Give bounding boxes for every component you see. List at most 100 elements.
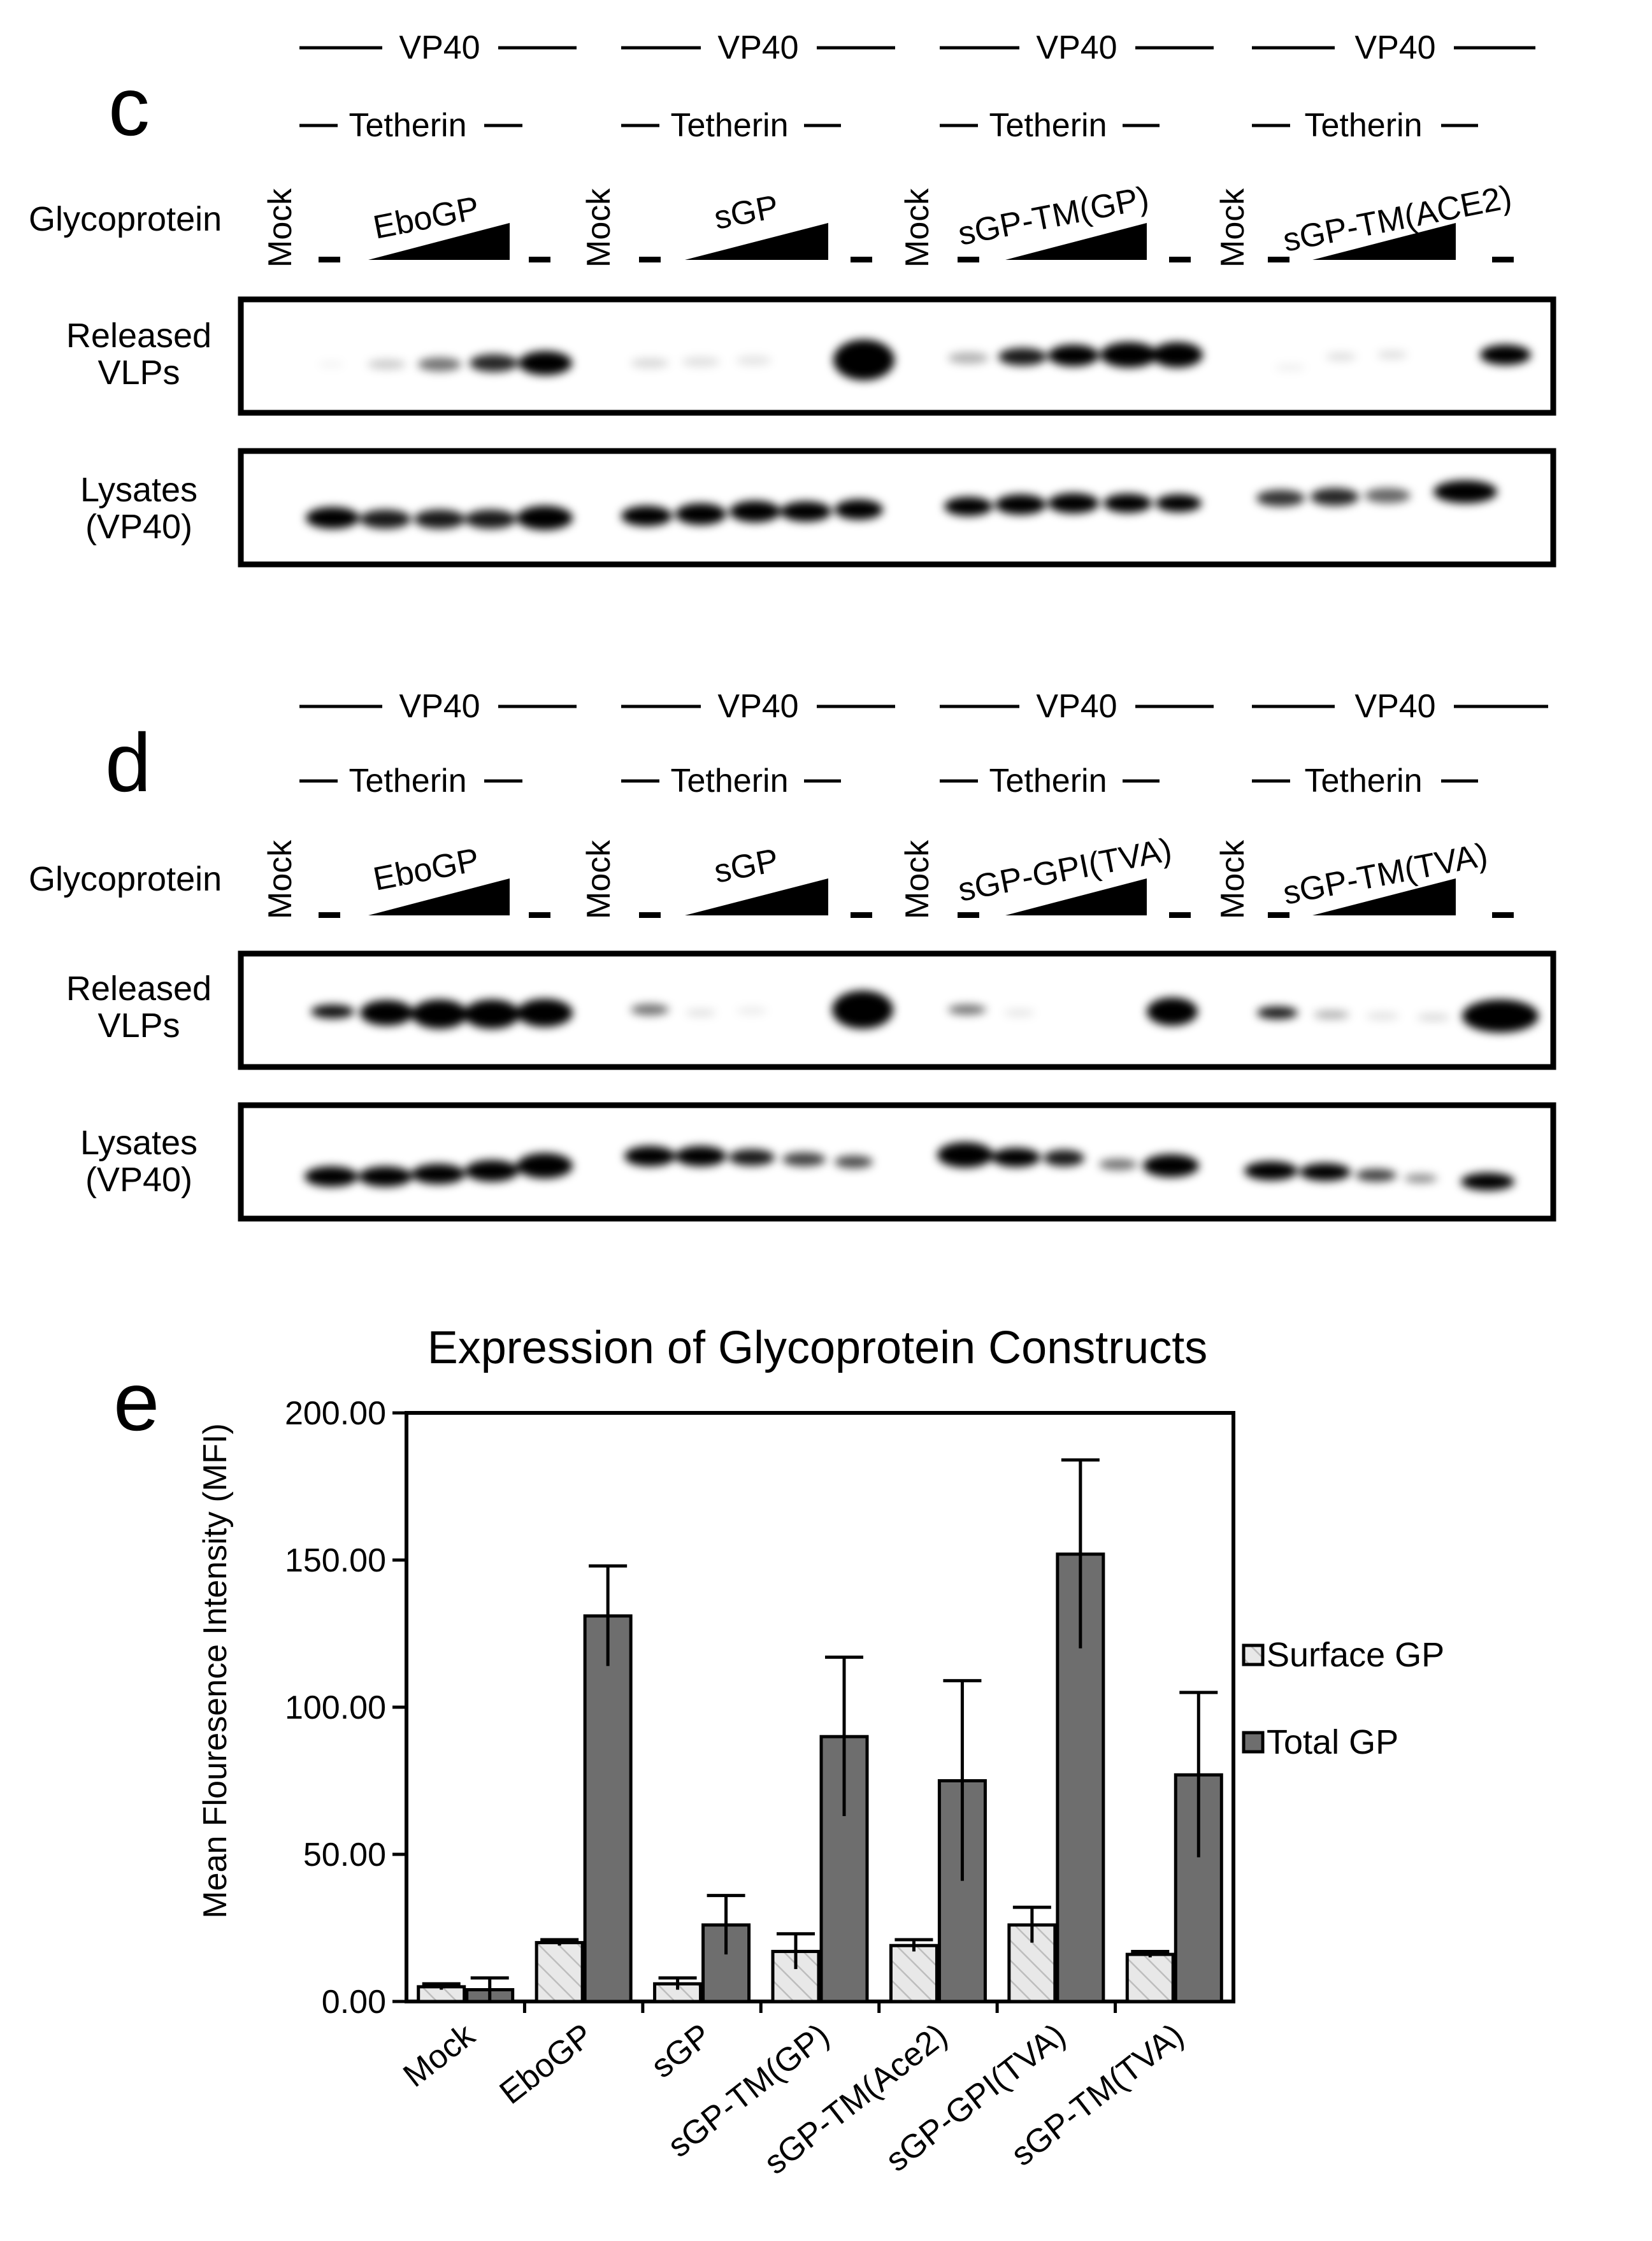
bar-total-gp: [583, 1614, 633, 2003]
band: [1100, 342, 1158, 368]
band: [1300, 1163, 1351, 1181]
band-group: [311, 991, 1539, 1033]
panel-letter-e: e: [113, 1355, 159, 1448]
band: [1244, 1161, 1298, 1180]
band: [360, 510, 411, 529]
band: [729, 1149, 775, 1166]
band: [368, 359, 406, 369]
band: [1004, 1009, 1035, 1017]
concentration-wedge: [368, 223, 510, 260]
band: [736, 355, 772, 366]
vp40-label: VP40: [1036, 688, 1117, 725]
legend-label-surface-gp: Surface GP: [1267, 1636, 1444, 1674]
vp40-label: VP40: [1036, 29, 1117, 66]
band: [835, 499, 883, 520]
tetherin-label: Tetherin: [1305, 763, 1423, 799]
glycoprotein-label: Glycoprotein: [29, 200, 222, 238]
band: [736, 1007, 767, 1015]
minus-dash: [319, 912, 340, 918]
vp40-label: VP40: [717, 29, 798, 66]
concentration-wedge: [1312, 878, 1456, 915]
mock-label: Mock: [262, 188, 299, 268]
blot-frame: [238, 296, 1556, 416]
band: [948, 1005, 986, 1015]
lysates-label: (VP40): [85, 508, 192, 546]
panel-c-lysates-blot: Lysates (VP40): [80, 448, 1556, 568]
band: [360, 1000, 413, 1026]
band: [835, 1156, 873, 1168]
legend-item-total-gp: Total GP: [1242, 1723, 1398, 1761]
band: [311, 1005, 354, 1019]
mock-label: Mock: [899, 188, 936, 268]
vp40-label: VP40: [399, 688, 480, 725]
band: [465, 1160, 519, 1182]
band: [1147, 998, 1198, 1026]
band: [1365, 488, 1411, 503]
mock-label: Mock: [580, 840, 617, 919]
band: [319, 361, 344, 368]
lysates-label: Lysates: [80, 1124, 198, 1162]
mock-label: Mock: [1214, 840, 1251, 919]
y-tick-label: 200.00: [285, 1395, 386, 1432]
minus-dash: [851, 257, 872, 262]
lysates-label: Lysates: [80, 471, 198, 509]
band: [1366, 1012, 1399, 1020]
bar-surface-gp: [535, 1941, 584, 2003]
band: [1480, 345, 1531, 365]
band: [1462, 999, 1539, 1033]
mock-label: Mock: [899, 840, 936, 919]
band: [359, 1166, 412, 1187]
band: [1099, 1159, 1137, 1170]
chart-title: Expression of Glycoprotein Constructs: [427, 1322, 1208, 1373]
minus-dash: [1169, 257, 1191, 262]
band: [517, 506, 573, 530]
minus-dash: [529, 912, 550, 918]
band: [944, 497, 993, 516]
band: [1404, 1174, 1437, 1183]
band: [412, 999, 468, 1029]
band: [675, 1146, 726, 1166]
tetherin-label: Tetherin: [671, 107, 789, 144]
band: [519, 351, 572, 375]
minus-dash: [639, 257, 661, 262]
band: [937, 1142, 993, 1168]
band: [1048, 345, 1099, 366]
band: [414, 510, 465, 529]
panel-letter-d: d: [105, 716, 151, 809]
band: [1461, 1173, 1514, 1191]
band: [631, 358, 669, 368]
panel-letter-c: c: [108, 60, 150, 153]
legend-swatch-surface-gp: [1242, 1643, 1265, 1666]
band: [305, 1166, 358, 1187]
band: [517, 999, 573, 1027]
vp40-label: VP40: [717, 688, 798, 725]
y-tick-label: 50.00: [303, 1836, 386, 1873]
x-tick-label: EboGP: [493, 2017, 600, 2112]
band: [464, 999, 520, 1029]
y-tick-label: 150.00: [285, 1542, 386, 1579]
band: [1311, 488, 1359, 506]
released-label: VLPs: [97, 1006, 180, 1045]
lysates-label: (VP40): [85, 1161, 192, 1199]
x-tick-label: Mock: [396, 2016, 482, 2094]
band: [782, 1152, 826, 1166]
glycoprotein-name: EboGP: [370, 841, 482, 898]
band: [1314, 1010, 1349, 1019]
band: [1275, 364, 1305, 371]
minus-dash: [1268, 257, 1289, 262]
tetherin-label: Tetherin: [349, 107, 467, 144]
band-group: [319, 340, 1531, 380]
band: [1156, 494, 1202, 512]
panel-d-released-blot: Released VLPs: [66, 950, 1556, 1070]
tetherin-label: Tetherin: [1305, 107, 1423, 144]
band-group: [306, 480, 1497, 530]
minus-dash: [1268, 912, 1289, 918]
legend-item-surface-gp: Surface GP: [1242, 1636, 1444, 1674]
x-tick-label: sGP: [645, 2017, 718, 2086]
tetherin-label: Tetherin: [989, 763, 1107, 799]
band: [470, 354, 518, 372]
minus-dash: [958, 912, 979, 918]
band: [1257, 1006, 1298, 1019]
